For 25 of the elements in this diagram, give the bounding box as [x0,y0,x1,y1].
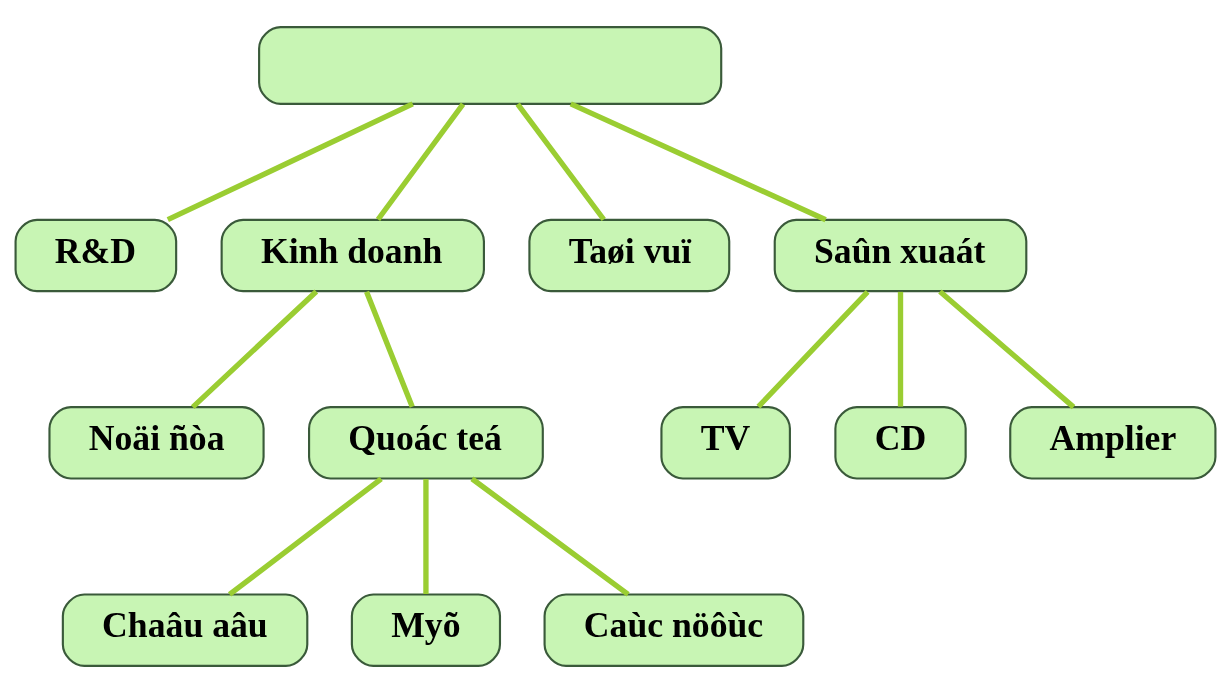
connector [470,476,630,597]
connector [897,291,904,407]
node-box: CD [834,406,967,480]
connector [364,290,415,408]
node-box: Myõ [350,593,502,667]
connector [423,479,429,594]
connector [938,289,1076,410]
node-box: Amplier [1009,406,1217,480]
connector [756,290,870,409]
node-box: Chaâu aâu [61,593,309,667]
node-box: Noäi ñòa [48,406,265,480]
node-box: Quoác teá [308,406,544,480]
node-box [258,26,723,105]
connector [569,101,827,223]
node-box: Caùc nöôùc [543,593,805,667]
node-box: R&D [14,218,178,293]
connector [375,102,466,222]
node-box: TV [660,406,791,480]
node-box: Saûn xuaát [773,218,1028,293]
connector [190,289,319,410]
node-box: Taøi vuï [528,218,731,293]
connector [227,476,383,597]
connector [166,101,414,223]
connector [515,102,606,222]
node-box: Kinh doanh [220,218,485,293]
